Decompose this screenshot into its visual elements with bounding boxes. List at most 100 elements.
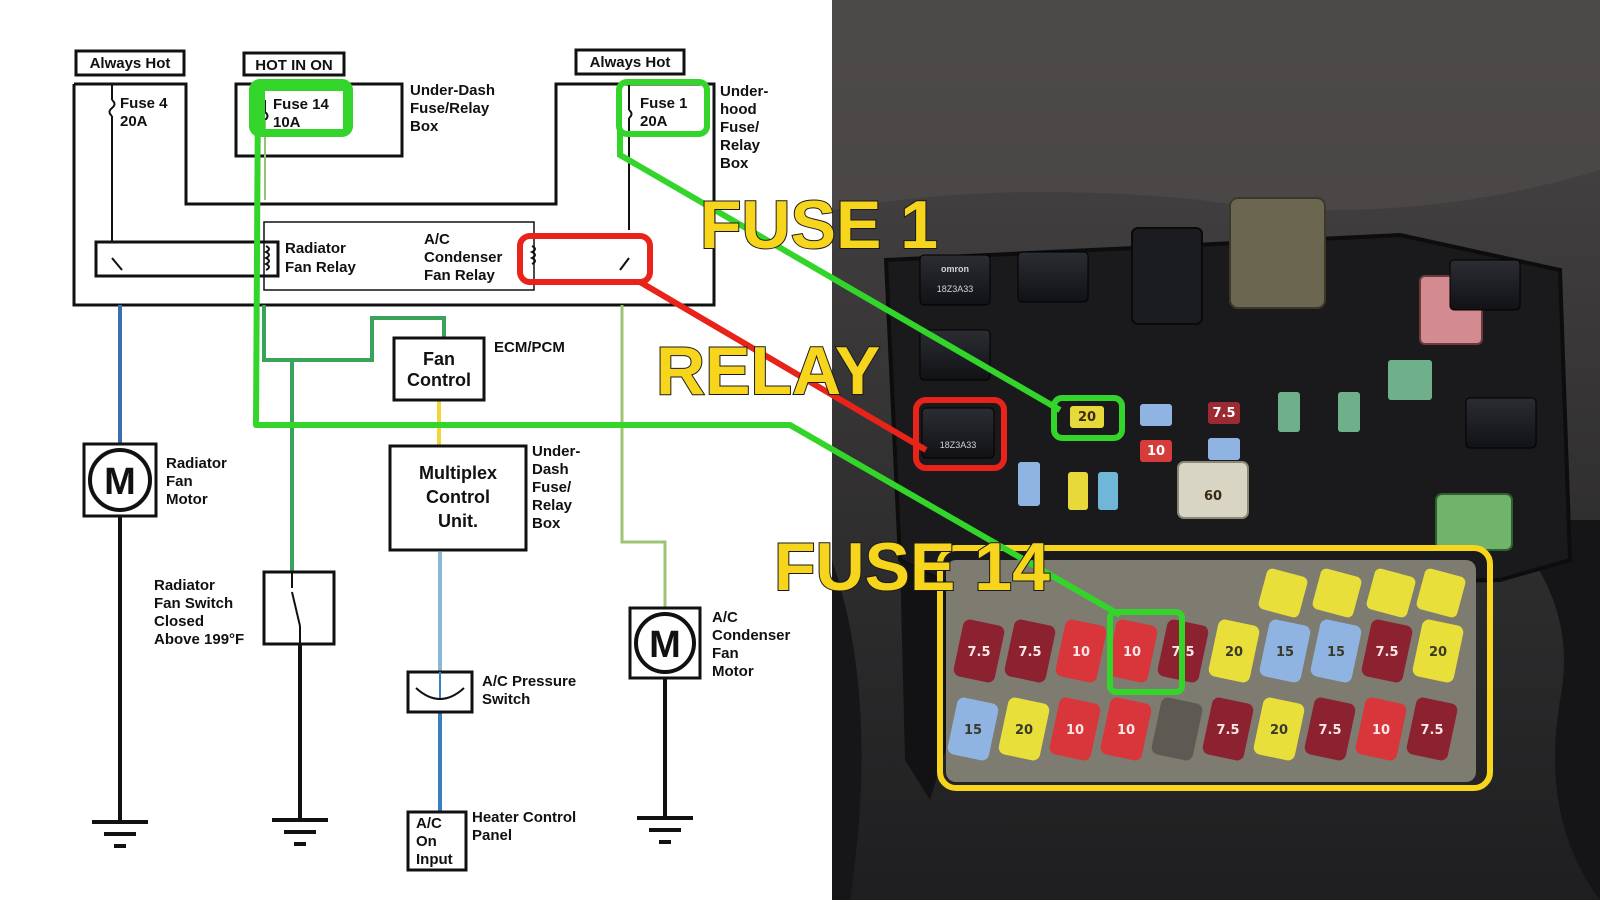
mini-fuse-rating: 20: [1225, 645, 1243, 660]
under-dash-box-label: Under-Dash Fuse/Relay Box: [410, 82, 495, 135]
mini-fuse-rating: 10: [1117, 723, 1135, 738]
ac-condenser-fan-relay-photo: [921, 407, 995, 459]
green-maxi-fuse: [1435, 493, 1513, 551]
svg-text:omron: omron: [941, 264, 969, 274]
mini-fuse-rating: 10: [1123, 645, 1141, 660]
svg-text:Under-: Under-: [532, 443, 580, 460]
svg-text:18Z3A33: 18Z3A33: [937, 284, 974, 294]
large-relay: [1229, 197, 1326, 309]
svg-text:Radiator: Radiator: [285, 240, 346, 257]
svg-text:Heater Control: Heater Control: [472, 809, 576, 826]
svg-text:Fuse/: Fuse/: [532, 479, 572, 496]
svg-text:Above 199°F: Above 199°F: [154, 631, 244, 648]
svg-text:10: 10: [1147, 444, 1165, 459]
ground-symbols: [92, 816, 693, 848]
mini-fuse-rating: 10: [1372, 723, 1390, 738]
svg-text:7.5: 7.5: [1212, 406, 1235, 421]
mini-fuse-rating: 7.5: [1318, 723, 1341, 738]
svg-text:Radiator: Radiator: [166, 455, 227, 472]
radiator-fan-relay: Radiator Fan Relay: [94, 240, 357, 278]
svg-text:Closed: Closed: [154, 613, 204, 630]
fuse-14: Fuse 14 10A: [264, 96, 330, 200]
svg-text:Always Hot: Always Hot: [90, 55, 171, 72]
svg-text:Fuse 14: Fuse 14: [273, 96, 330, 113]
fuse-box-photo: 60 omron 18Z3A33 18Z3A33 20 7.5 10 7.5 7.…: [832, 0, 1600, 900]
svg-text:A/C: A/C: [712, 609, 738, 626]
svg-text:Under-Dash: Under-Dash: [410, 82, 495, 99]
svg-text:A/C: A/C: [424, 231, 450, 248]
svg-text:Fuse 4: Fuse 4: [120, 95, 168, 112]
fuse-4: Fuse 4 20A: [108, 84, 168, 242]
svg-text:Relay: Relay: [720, 137, 761, 154]
maxi-fuse-60: [1177, 461, 1249, 519]
svg-text:Fuse 1: Fuse 1: [640, 95, 688, 112]
svg-text:HOT IN ON: HOT IN ON: [255, 57, 333, 74]
svg-text:Condenser: Condenser: [712, 627, 791, 644]
mini-fuse-rating: 7.5: [1171, 645, 1194, 660]
svg-text:Dash: Dash: [532, 461, 569, 478]
mini-fuse-rating: 7.5: [967, 645, 990, 660]
svg-text:Box: Box: [720, 155, 749, 172]
svg-text:Control: Control: [426, 487, 490, 507]
svg-text:M: M: [104, 461, 136, 503]
svg-text:Fan: Fan: [166, 473, 193, 490]
svg-text:Unit.: Unit.: [438, 511, 478, 531]
svg-text:Box: Box: [532, 515, 561, 532]
radiator-fan-switch: Radiator Fan Switch Closed Above 199°F: [154, 570, 336, 820]
svg-text:A/C Pressure: A/C Pressure: [482, 673, 576, 690]
svg-text:Fan: Fan: [423, 349, 455, 369]
mini-fuse-rating: 15: [1327, 645, 1345, 660]
svg-text:20A: 20A: [640, 113, 668, 130]
mini-fuse-rating: 7.5: [1420, 723, 1443, 738]
svg-text:M: M: [649, 624, 681, 666]
svg-text:20A: 20A: [120, 113, 148, 130]
ac-condenser-fan-motor: M A/C Condenser Fan Motor: [628, 606, 791, 818]
mini-fuse-rating: 7.5: [1216, 723, 1239, 738]
svg-text:Fan Switch: Fan Switch: [154, 595, 233, 612]
svg-text:Panel: Panel: [472, 827, 512, 844]
fan-control-box: Fan Control ECM/PCM: [392, 336, 565, 402]
wiring-diagram-svg: Always Hot HOT IN ON Always Hot Fuse 4 2…: [72, 48, 791, 872]
svg-text:ECM/PCM: ECM/PCM: [494, 339, 565, 356]
svg-text:Fan Relay: Fan Relay: [285, 259, 357, 276]
mini-fuse-rating: 15: [1276, 645, 1294, 660]
ac-on-input: A/C On Input Heater Control Panel: [406, 809, 576, 872]
svg-text:Control: Control: [407, 370, 471, 390]
hot-in-on-label: HOT IN ON: [242, 51, 346, 77]
svg-text:Box: Box: [410, 118, 439, 135]
under-hood-box-label: Under- hood Fuse/ Relay Box: [720, 83, 768, 172]
svg-text:Condenser: Condenser: [424, 249, 503, 266]
mini-fuse-rating: 15: [964, 723, 982, 738]
svg-text:A/C: A/C: [416, 815, 442, 832]
svg-text:hood: hood: [720, 101, 757, 118]
svg-text:Fuse/Relay: Fuse/Relay: [410, 100, 490, 117]
svg-text:Fan: Fan: [712, 645, 739, 662]
svg-text:Switch: Switch: [482, 691, 530, 708]
mini-fuse-rating: 7.5: [1018, 645, 1041, 660]
always-hot-label-left: Always Hot: [74, 49, 186, 77]
radiator-fan-motor: M Radiator Fan Motor: [82, 442, 227, 820]
svg-text:Fuse/: Fuse/: [720, 119, 760, 136]
mini-fuse-rating: 20: [1429, 645, 1447, 660]
svg-text:20: 20: [1078, 410, 1096, 425]
svg-text:Input: Input: [416, 851, 453, 868]
mini-fuse-rating: 10: [1072, 645, 1090, 660]
wiring-diagram: Always Hot HOT IN ON Always Hot Fuse 4 2…: [72, 48, 791, 872]
svg-text:Multiplex: Multiplex: [419, 463, 497, 483]
svg-text:60: 60: [1204, 489, 1222, 504]
mini-fuse-rating: 20: [1015, 723, 1033, 738]
fuse-box-illustration: 60 omron 18Z3A33 18Z3A33 20 7.5 10 7.5 7.…: [832, 0, 1600, 900]
box-outlines: [72, 82, 716, 307]
svg-text:18Z3A33: 18Z3A33: [940, 440, 977, 450]
svg-text:Under-: Under-: [720, 83, 768, 100]
svg-text:Relay: Relay: [532, 497, 573, 514]
svg-text:Always Hot: Always Hot: [590, 54, 671, 71]
svg-text:Motor: Motor: [166, 491, 208, 508]
svg-text:Radiator: Radiator: [154, 577, 215, 594]
mini-fuse-rating: 7.5: [1375, 645, 1398, 660]
svg-text:Fan Relay: Fan Relay: [424, 267, 496, 284]
ac-pressure-switch: A/C Pressure Switch: [406, 670, 576, 714]
svg-text:Motor: Motor: [712, 663, 754, 680]
svg-text:10A: 10A: [273, 114, 301, 131]
svg-text:On: On: [416, 833, 437, 850]
